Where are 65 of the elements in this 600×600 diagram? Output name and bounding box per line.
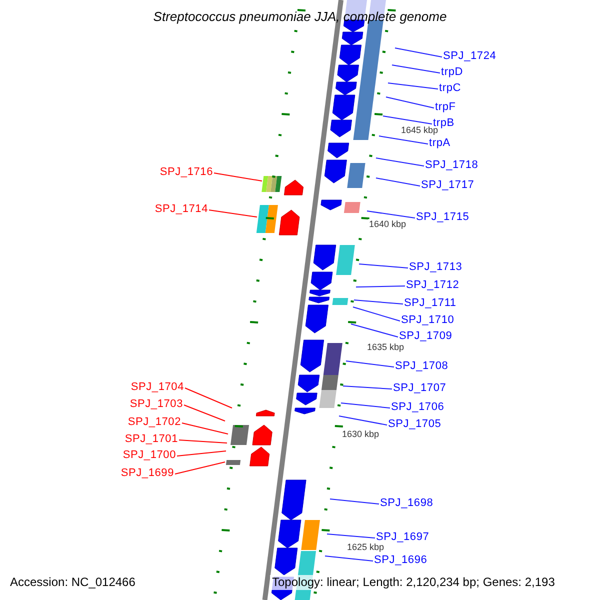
leader-line [340,402,390,408]
gene-label: SPJ_1707 [393,382,446,395]
leader-line [394,48,442,58]
gene-label: SPJ_1709 [399,330,452,343]
gene-label: SPJ_1714 [154,203,208,216]
position-tick-label: 1625 kbp [346,542,386,552]
genome-summary: Topology: linear; Length: 2,120,234 bp; Genes: 2,193 [270,575,557,590]
leader-line [324,556,374,562]
leader-line [366,210,416,218]
leader-line [208,210,258,218]
leader-line [178,440,228,444]
gene-label: SPJ_1697 [376,531,430,544]
leader-line [392,64,440,74]
leader-line [346,360,394,368]
leader-line [214,172,262,182]
leader-line [176,450,226,456]
leader-line [326,534,376,538]
gene-label: SPJ_1704 [130,381,184,394]
gene-label: SPJ_1710 [401,314,454,327]
gene-label: SPJ_1711 [404,297,456,310]
leader-line [338,416,388,426]
position-tick-label: 1635 kbp [366,342,406,352]
leader-line [358,264,408,268]
gene-label: SPJ_1708 [395,360,448,373]
gene-label: trpA [429,137,450,150]
leader-line [382,116,432,124]
gene-label: SPJ_1717 [421,179,474,192]
leader-line [378,136,428,144]
diagram-title: Streptococcus pneumoniae JJA, complete genome [152,9,448,25]
leader-line [376,158,424,166]
gene-label: trpD [441,66,463,79]
gene-label: SPJ_1700 [122,449,176,462]
leader-line [376,178,420,186]
leader-line [330,498,380,504]
gene-label: SPJ_1716 [160,166,213,179]
gene-label: SPJ_1696 [374,554,428,567]
gene-label: SPJ_1706 [391,401,444,414]
leader-line [184,404,226,422]
gene-label: SPJ_1715 [416,211,470,224]
position-tick-label: 1630 kbp [341,429,380,439]
gene-label: SPJ_1705 [388,418,442,431]
gene-label: trpC [439,82,461,95]
leader-line [174,462,226,474]
leader-line [356,286,406,288]
gene-label: SPJ_1712 [406,279,460,292]
gene-label: SPJ_1724 [443,50,496,63]
leader-line [386,96,434,108]
position-tick-label: 1645 kbp [400,125,440,135]
gene-label: trpF [435,101,456,114]
gene-label: SPJ_1703 [130,398,183,411]
leader-line [184,388,232,408]
gene-label: SPJ_1713 [409,261,462,274]
leader-line [352,306,400,322]
gene-label: SPJ_1698 [380,497,434,510]
leader-line [182,422,228,434]
gene-label: SPJ_1718 [425,159,478,172]
leader-line [388,82,438,90]
gene-label: SPJ_1699 [120,467,174,480]
leader-line [350,324,398,338]
leader-line [342,386,392,390]
position-tick-label: 1640 kbp [368,219,408,229]
gene-label: SPJ_1701 [124,433,178,446]
accession-label: Accession: NC_012466 [9,575,136,590]
leader-line [354,300,404,304]
gene-label: SPJ_1702 [128,416,181,429]
